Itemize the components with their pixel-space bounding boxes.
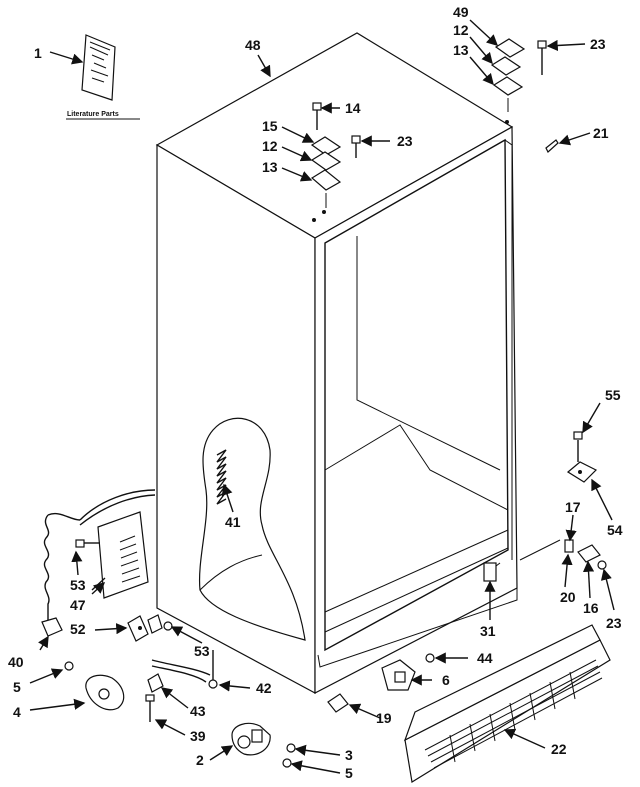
label-41: 41 xyxy=(225,514,241,530)
label-43: 43 xyxy=(190,703,206,719)
label-13-center: 13 xyxy=(262,159,278,175)
label-5-bottom: 5 xyxy=(345,765,353,781)
literature-booklet-icon xyxy=(81,34,116,101)
label-55: 55 xyxy=(605,387,621,403)
tube-spring-part xyxy=(216,449,227,505)
label-12-center: 12 xyxy=(262,138,278,154)
label-47: 47 xyxy=(70,597,86,613)
drain-tube-part xyxy=(145,650,218,722)
label-17: 17 xyxy=(565,499,581,515)
pin-part xyxy=(545,139,559,153)
label-1: 1 xyxy=(34,45,42,61)
label-12-right: 12 xyxy=(453,22,469,38)
label-5-left: 5 xyxy=(13,679,21,695)
label-22: 22 xyxy=(551,741,567,757)
center-hinge-assembly xyxy=(310,102,361,222)
drain-cup-part xyxy=(64,661,125,711)
label-54: 54 xyxy=(607,522,623,538)
label-23-bottom: 23 xyxy=(606,615,622,631)
control-box-and-harness xyxy=(41,489,156,637)
label-52: 52 xyxy=(70,621,86,637)
cabinet-shell xyxy=(155,32,518,695)
label-40: 40 xyxy=(8,654,24,670)
label-16: 16 xyxy=(583,600,599,616)
label-53-upper: 53 xyxy=(70,577,86,593)
literature-parts-caption: Literature Parts xyxy=(67,111,119,118)
label-39: 39 xyxy=(190,728,206,744)
right-hinge-assembly xyxy=(490,38,547,124)
label-53-lower: 53 xyxy=(194,643,210,659)
label-49: 49 xyxy=(453,4,469,20)
label-15: 15 xyxy=(262,118,278,134)
label-3: 3 xyxy=(345,747,353,763)
clip-bracket-part xyxy=(127,614,173,642)
label-23-center: 23 xyxy=(397,133,413,149)
label-44: 44 xyxy=(477,650,493,666)
door-stop-part xyxy=(566,431,598,483)
label-4: 4 xyxy=(13,704,21,720)
label-19: 19 xyxy=(376,710,392,726)
label-21: 21 xyxy=(593,125,609,141)
label-23-top: 23 xyxy=(590,36,606,52)
label-20: 20 xyxy=(560,589,576,605)
glide-part xyxy=(327,693,349,713)
toe-grille-part xyxy=(403,624,611,783)
label-48: 48 xyxy=(245,37,261,53)
label-2: 2 xyxy=(196,752,204,768)
label-42: 42 xyxy=(256,680,272,696)
leveling-bracket-part xyxy=(381,653,435,691)
label-13-right: 13 xyxy=(453,42,469,58)
label-14: 14 xyxy=(345,100,361,116)
roller-bracket-part xyxy=(231,722,296,768)
label-6: 6 xyxy=(442,672,450,688)
label-31: 31 xyxy=(480,623,496,639)
